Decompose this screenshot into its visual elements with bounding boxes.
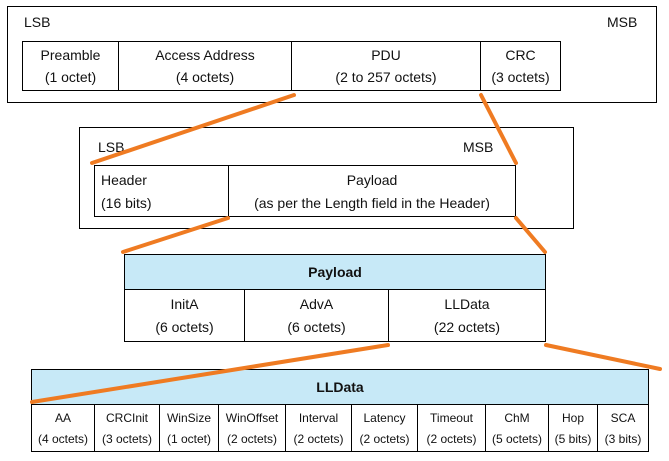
lldata-title: LLData (31, 369, 649, 405)
access-address-field: Access Address (4 octets) (118, 41, 292, 91)
field-name: LLData (444, 295, 490, 312)
field-name: CRCInit (105, 410, 148, 425)
lldata-right-connector (544, 343, 662, 371)
field-name: WinOffset (225, 410, 279, 425)
field-size: (16 bits) (101, 194, 152, 211)
chm-field: ChM (5 octets) (485, 404, 549, 452)
field-name: Timeout (430, 410, 473, 425)
crc-field: CRC (3 octets) (480, 41, 561, 91)
field-size: (6 octets) (287, 319, 346, 336)
field-name: AdvA (299, 295, 334, 312)
field-size: (3 octets) (491, 69, 550, 85)
field-name: SCA (610, 410, 636, 425)
packet-lsb-label: LSB (24, 14, 51, 30)
field-size: (3 octets) (101, 431, 152, 446)
field-name: Payload (346, 171, 398, 188)
field-name: Latency (363, 410, 406, 425)
field-size: (1 octet) (44, 69, 97, 85)
field-size: (3 bits) (604, 431, 642, 446)
aa-field: AA (4 octets) (31, 404, 95, 452)
field-size: (2 octets) (359, 431, 410, 446)
field-name: Hop (561, 410, 584, 425)
sca-field: SCA (3 bits) (597, 404, 649, 452)
crcinit-field: CRCInit (3 octets) (94, 404, 160, 452)
timeout-field: Timeout (2 octets) (417, 404, 486, 452)
winoffset-field: WinOffset (2 octets) (218, 404, 286, 452)
field-name: InitA (170, 295, 199, 312)
field-size: (5 octets) (491, 431, 542, 446)
payload-title: Payload (124, 254, 546, 290)
pdu-payload-field: Payload (as per the Length field in the … (228, 165, 516, 217)
pdu-field: PDU (2 to 257 octets) (291, 41, 481, 91)
field-size: (4 octets) (175, 69, 235, 85)
field-name: Preamble (40, 47, 101, 63)
field-name: CRC (505, 47, 536, 63)
inita-field: InitA (6 octets) (124, 289, 245, 342)
field-name: AA (54, 410, 71, 425)
field-name: PDU (371, 47, 401, 63)
winsize-field: WinSize (1 octet) (159, 404, 219, 452)
interval-field: Interval (2 octets) (285, 404, 352, 452)
field-size: (as per the Length field in the Header) (254, 194, 490, 211)
field-size: (6 octets) (155, 319, 214, 336)
latency-field: Latency (2 octets) (351, 404, 418, 452)
adva-field: AdvA (6 octets) (244, 289, 389, 342)
field-name: Header (101, 171, 147, 188)
field-name: ChM (504, 410, 530, 425)
field-size: (22 octets) (433, 319, 501, 336)
pdu-lsb-label: LSB (98, 139, 125, 155)
field-name: Interval (298, 410, 339, 425)
field-size: (1 octet) (166, 431, 211, 446)
lldata-field: LLData (22 octets) (388, 289, 546, 342)
pdu-msb-label: MSB (463, 139, 494, 155)
field-size: (2 to 257 octets) (335, 69, 437, 85)
field-size: (2 octets) (426, 431, 477, 446)
field-size: (5 bits) (554, 431, 592, 446)
header-field: Header (16 bits) (94, 165, 229, 217)
preamble-field: Preamble (1 octet) (22, 41, 119, 91)
field-size: (2 octets) (226, 431, 277, 446)
field-name: WinSize (166, 410, 211, 425)
field-size: (4 octets) (37, 431, 88, 446)
field-size: (2 octets) (293, 431, 344, 446)
field-name: Access Address (155, 47, 255, 63)
packet-msb-label: MSB (607, 14, 638, 30)
hop-field: Hop (5 bits) (548, 404, 598, 452)
